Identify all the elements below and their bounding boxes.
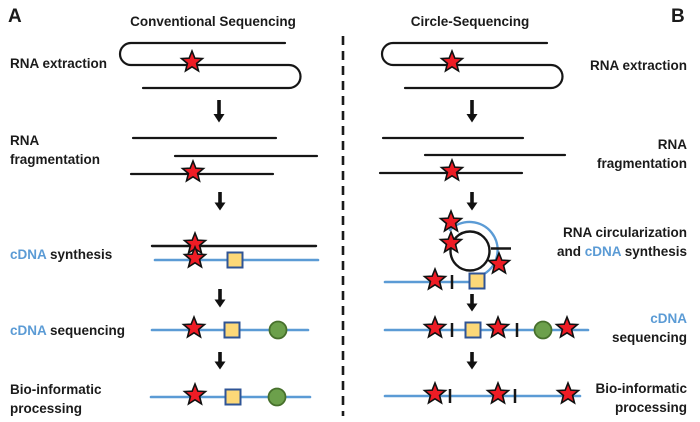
mutation-star-icon: [555, 316, 579, 338]
label-text: sequencing: [46, 323, 126, 338]
arrow-head: [214, 202, 226, 211]
rna-fragments: [129, 136, 319, 182]
cdna-synthesis-pair: [150, 232, 320, 269]
cdna-accent-text: cDNA: [584, 244, 621, 259]
rna-molecule: [118, 41, 302, 90]
down-arrow-icon: [214, 352, 226, 370]
mutation-star-icon: [423, 316, 447, 338]
sequencing-read: [383, 316, 590, 340]
panel-a-title: Conventional Sequencing: [130, 14, 296, 29]
step-label-bioinformatic-a: Bio-informatic processing: [10, 380, 102, 418]
mutation-star-icon: [486, 316, 510, 338]
circular-rna-icon: [449, 230, 491, 272]
error-circle-icon: [533, 320, 553, 340]
arrow-head: [213, 114, 225, 123]
label-line: and cDNA synthesis: [557, 242, 687, 261]
error-square-icon: [464, 321, 482, 339]
error-square-icon: [224, 388, 242, 406]
mutation-star-icon: [440, 159, 464, 181]
label-text: synthesis: [46, 247, 113, 262]
step-label-cdna-synthesis-a: cDNA synthesis: [10, 245, 112, 264]
label-line: fragmentation: [596, 156, 687, 171]
label-line: sequencing: [611, 330, 687, 345]
step-label-rna-extraction-b: RNA extraction: [589, 58, 687, 73]
mutation-star-icon: [182, 316, 206, 338]
sequencing-read: [150, 316, 310, 340]
circularization-assembly: [383, 210, 511, 290]
step-label-cdna-sequencing-b: cDNA sequencing: [612, 309, 687, 347]
down-arrow-icon: [466, 192, 478, 211]
error-square-icon: [226, 251, 244, 269]
panel-a-graphics: [118, 41, 320, 407]
label-line: Bio-informatic: [10, 382, 102, 397]
label-line: RNA: [657, 137, 687, 152]
down-arrow-icon: [466, 294, 478, 312]
mutation-star-icon: [440, 50, 464, 72]
processed-read: [383, 382, 582, 404]
down-arrow-icon: [214, 192, 226, 211]
arrow-head: [214, 361, 226, 370]
arrow-head: [466, 114, 478, 123]
mutation-star-icon: [181, 160, 205, 182]
step-label-cdna-sequencing-a: cDNA sequencing: [10, 321, 125, 340]
mutation-star-icon: [486, 382, 510, 404]
step-label-rna-fragmentation-a: RNA fragmentation: [10, 131, 100, 169]
down-arrow-icon: [214, 289, 226, 308]
mutation-star-icon: [423, 382, 447, 404]
mutation-star-icon: [183, 246, 207, 268]
cdna-accent-text: cDNA: [10, 323, 47, 338]
error-circle-icon: [268, 320, 288, 340]
rna-strand-path: [118, 41, 302, 90]
mutation-star-icon: [183, 383, 207, 405]
label-line: RNA circularization: [562, 225, 687, 240]
mutation-star-icon: [487, 252, 511, 274]
panel-b-label: B: [671, 6, 685, 27]
cdna-accent-text: cDNA: [650, 311, 687, 326]
label-line: fragmentation: [10, 152, 101, 167]
panel-b-graphics: [378, 41, 590, 404]
down-arrow-icon: [466, 352, 478, 370]
down-arrow-icon: [466, 100, 478, 123]
processed-read: [149, 383, 312, 407]
rna-fragments: [378, 136, 567, 181]
cdna-accent-text: cDNA: [10, 247, 47, 262]
panel-b-title: Circle-Sequencing: [410, 14, 530, 29]
label-line: Bio-informatic: [595, 381, 687, 396]
error-square-icon: [468, 272, 486, 290]
panel-a-label: A: [8, 6, 22, 27]
mutation-star-icon: [423, 268, 447, 290]
rna-molecule: [380, 41, 564, 90]
step-label-bioinformatic-b: Bio-informatic processing: [595, 379, 687, 417]
label-line: processing: [10, 401, 83, 416]
arrow-head: [466, 361, 478, 370]
down-arrow-icon: [213, 100, 225, 123]
label-text: and: [556, 244, 585, 259]
step-label-circularization-b: RNA circularization and cDNA synthesis: [557, 223, 687, 261]
arrow-head: [466, 303, 478, 312]
label-line: processing: [614, 400, 687, 415]
arrow-head: [466, 202, 478, 211]
mutation-star-icon: [180, 50, 204, 72]
mutation-star-icon: [556, 382, 580, 404]
error-square-icon: [223, 321, 241, 339]
step-label-rna-fragmentation-b: RNA fragmentation: [597, 135, 687, 173]
arrow-head: [214, 299, 226, 308]
step-label-rna-extraction-a: RNA extraction: [10, 56, 108, 71]
error-circle-icon: [267, 387, 287, 407]
rna-strand-path: [380, 41, 564, 90]
label-text: synthesis: [620, 244, 687, 259]
label-line: RNA: [10, 133, 40, 148]
